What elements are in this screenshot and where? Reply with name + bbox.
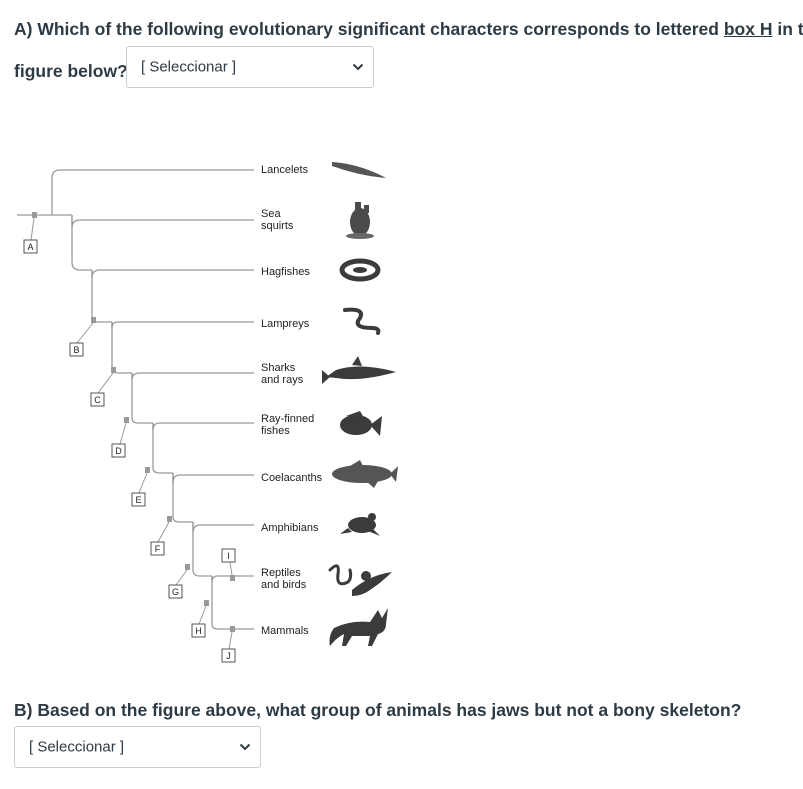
question-a-line1: A) Which of the following evolutionary s… [14, 19, 803, 39]
taxon-lancelets: Lancelets [261, 164, 309, 176]
svg-text:J: J [226, 651, 231, 661]
box-a: A [23, 239, 38, 254]
hagfish-icon [339, 258, 381, 282]
taxon-lampreys: Lampreys [261, 318, 310, 330]
box-h-underlined: box H [723, 19, 773, 39]
lancelet-icon [332, 162, 386, 178]
svg-text:B: B [73, 345, 79, 355]
taxon-hagfishes: Hagfishes [261, 266, 310, 278]
coelacanth-icon [332, 460, 398, 488]
svg-text:E: E [135, 495, 141, 505]
taxon-coelacanths: Coelacanths [261, 472, 323, 484]
chevron-down-icon [239, 743, 251, 751]
chevron-down-icon [352, 63, 364, 71]
box-b: B [69, 342, 84, 357]
character-markers [32, 212, 235, 632]
answer-a-select[interactable]: [ Seleccionar ] [126, 46, 374, 88]
fox-icon [329, 608, 388, 646]
taxon-mammals: Mammals [261, 625, 309, 637]
shark-icon [322, 356, 396, 384]
box-d: D [111, 443, 126, 458]
svg-text:C: C [94, 395, 101, 405]
question-a-line2: figure below? [14, 61, 128, 81]
svg-text:I: I [227, 551, 230, 561]
taxon-amphibians: Amphibians [261, 522, 319, 534]
box-f: F [150, 541, 165, 556]
lamprey-icon [343, 307, 381, 335]
box-i: I [221, 548, 236, 563]
box-leader-lines [30, 217, 233, 650]
answer-b-select-value: [ Seleccionar ] [29, 738, 125, 756]
answer-a-select-value: [ Seleccionar ] [141, 58, 237, 76]
svg-text:H: H [195, 626, 202, 636]
svg-text:D: D [115, 446, 122, 456]
box-labels: A B C D E F G H I J [23, 239, 236, 663]
snake-and-bird-icon [328, 564, 392, 596]
box-h: H [191, 623, 206, 638]
question-b-text: B) Based on the figure above, what group… [14, 700, 742, 720]
svg-text:G: G [172, 587, 179, 597]
box-j: J [221, 648, 236, 663]
svg-text:A: A [27, 242, 33, 252]
box-e: E [131, 492, 146, 507]
box-g: G [168, 584, 183, 599]
sea-squirt-icon [346, 202, 374, 239]
tree-lines [17, 169, 254, 630]
frog-icon [340, 513, 380, 536]
box-c: C [90, 392, 105, 407]
svg-text:F: F [155, 544, 161, 554]
answer-b-select[interactable]: [ Seleccionar ] [14, 726, 261, 768]
ray-finned-fish-icon [340, 411, 382, 436]
